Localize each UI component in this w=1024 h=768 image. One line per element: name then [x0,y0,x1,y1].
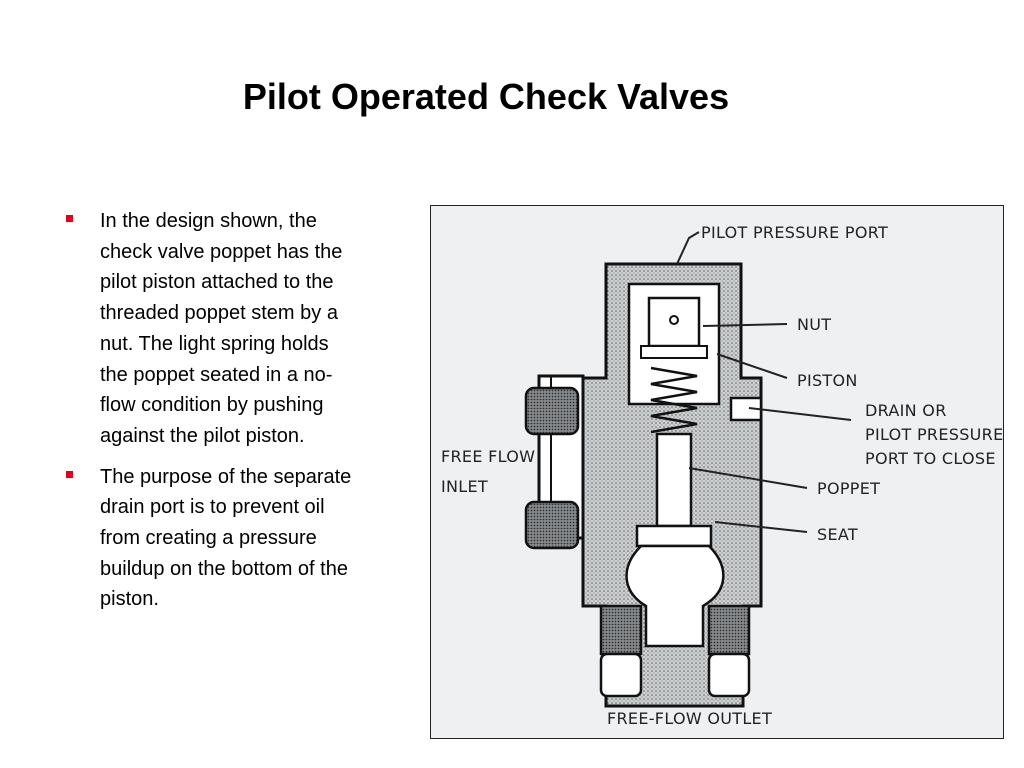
label-piston: PISTON [797,371,858,390]
bullet-list: In the design shown, the check valve pop… [62,206,362,625]
inlet-bolt-bottom [524,500,580,550]
label-free-flow-inlet-line1: FREE FLOW [441,447,535,466]
poppet-head [635,524,713,548]
inlet-bolt-top [524,386,580,436]
valve-diagram: PILOT PRESSURE PORT NUT PISTON DRAIN OR … [430,205,1004,739]
outlet-chamber [625,544,725,648]
label-drain-line2: PILOT PRESSURE [865,425,1003,444]
bullet-item: In the design shown, the check valve pop… [62,206,362,452]
label-pilot-pressure-port: PILOT PRESSURE PORT [701,223,888,242]
poppet-stem [655,432,693,528]
label-drain-line3: PORT TO CLOSE [865,449,996,468]
bullet-text: In the design shown, the check valve pop… [100,210,343,447]
bullet-item: The purpose of the separate drain port i… [62,462,362,616]
nut-shape [647,296,701,348]
valve-diagram-svg: PILOT PRESSURE PORT NUT PISTON DRAIN OR … [441,223,1003,728]
label-seat: SEAT [817,525,858,544]
label-nut: NUT [797,315,831,334]
piston-shape [640,345,708,359]
square-bullet-icon [66,470,73,478]
slide-title-text: Pilot Operated Check Valves [242,76,730,117]
bullet-text: The purpose of the separate drain port i… [100,465,352,611]
label-free-flow-outlet: FREE-FLOW OUTLET [607,709,772,728]
slide-title: Pilot Operated Check Valves [0,76,1024,118]
leader-lines [676,231,852,533]
label-drain-line1: DRAIN OR [865,401,947,420]
spring [650,366,698,434]
square-bullet-icon [66,215,73,222]
label-free-flow-inlet-line2: INLET [441,477,488,496]
label-poppet: POPPET [817,479,880,498]
outlet-bolt-right [707,604,751,656]
outlet-bolt-left [599,604,643,656]
